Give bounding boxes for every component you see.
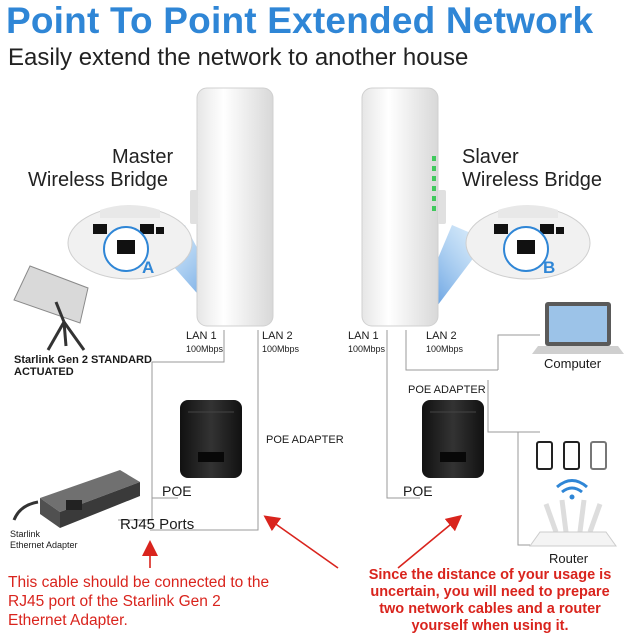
starlink-ethernet-adapter-icon: [12, 470, 140, 528]
master-lan1-label: LAN 1: [186, 330, 217, 342]
adapter-label-line2: Ethernet Adapter: [10, 540, 78, 550]
slaver-port-zoom: [465, 205, 591, 280]
port-letter-b: B: [543, 258, 556, 277]
router-icon: [529, 499, 617, 547]
adapter-label-line1: Starlink: [10, 529, 41, 539]
router-label: Router: [549, 551, 589, 566]
slaver-label-line1: Slaver: [462, 146, 519, 168]
slaver-lan2-speed: 100Mbps: [426, 344, 464, 354]
left-note: This cable should be connected to the RJ…: [8, 573, 269, 630]
slaver-lan2-label: LAN 2: [426, 330, 457, 342]
master-lan1-speed: 100Mbps: [186, 344, 224, 354]
master-lan2-speed: 100Mbps: [262, 344, 300, 354]
slaver-label-line2: Wireless Bridge: [462, 169, 603, 191]
laptop-icon: [532, 302, 624, 354]
right-note-line2: uncertain, you will need to prepare: [370, 584, 610, 600]
page-subtitle: Easily extend the network to another hou…: [8, 44, 469, 71]
left-poe-adapter-icon: [180, 400, 242, 478]
master-label-line2: Wireless Bridge: [28, 169, 169, 191]
slaver-bridge-device: [361, 87, 446, 327]
master-port-zoom: [67, 205, 193, 280]
starlink-label-line1: Starlink Gen 2 STANDARD: [14, 354, 152, 366]
starlink-label-line2: ACTUATED: [14, 366, 74, 378]
phones-icon: [536, 441, 607, 470]
left-note-line3: Ethernet Adapter.: [8, 612, 128, 629]
wifi-icon: [556, 479, 588, 500]
red-arrows: [142, 514, 463, 569]
slaver-lan1-label: LAN 1: [348, 330, 379, 342]
right-note-line3: two network cables and a router: [379, 601, 601, 617]
right-poe-adapter-icon: [422, 400, 484, 478]
master-label-line1: Master: [112, 146, 174, 168]
rj45-ports-label: RJ45 Ports: [120, 516, 195, 533]
right-poe-label: POE: [403, 483, 433, 499]
left-note-line1: This cable should be connected to the: [8, 574, 270, 591]
right-poe-adapter-label: POE ADAPTER: [408, 384, 486, 396]
page-title: Point To Point Extended Network: [6, 0, 594, 41]
right-note-line4: yourself when using it.: [411, 618, 569, 634]
led-indicators: [432, 156, 436, 211]
network-cables: [118, 330, 540, 546]
starlink-dish-icon: [13, 265, 89, 351]
right-note: Since the distance of your usage is unce…: [343, 567, 637, 635]
left-note-line2: RJ45 port of the Starlink Gen 2: [8, 593, 221, 610]
right-note-line1: Since the distance of your usage is: [368, 567, 612, 583]
left-poe-adapter-label: POE ADAPTER: [266, 434, 344, 446]
left-poe-label: POE: [162, 483, 192, 499]
computer-label: Computer: [544, 356, 602, 371]
master-bridge-device: [190, 87, 274, 327]
master-lan2-label: LAN 2: [262, 330, 293, 342]
slaver-lan1-speed: 100Mbps: [348, 344, 386, 354]
port-letter-a: A: [142, 258, 155, 277]
